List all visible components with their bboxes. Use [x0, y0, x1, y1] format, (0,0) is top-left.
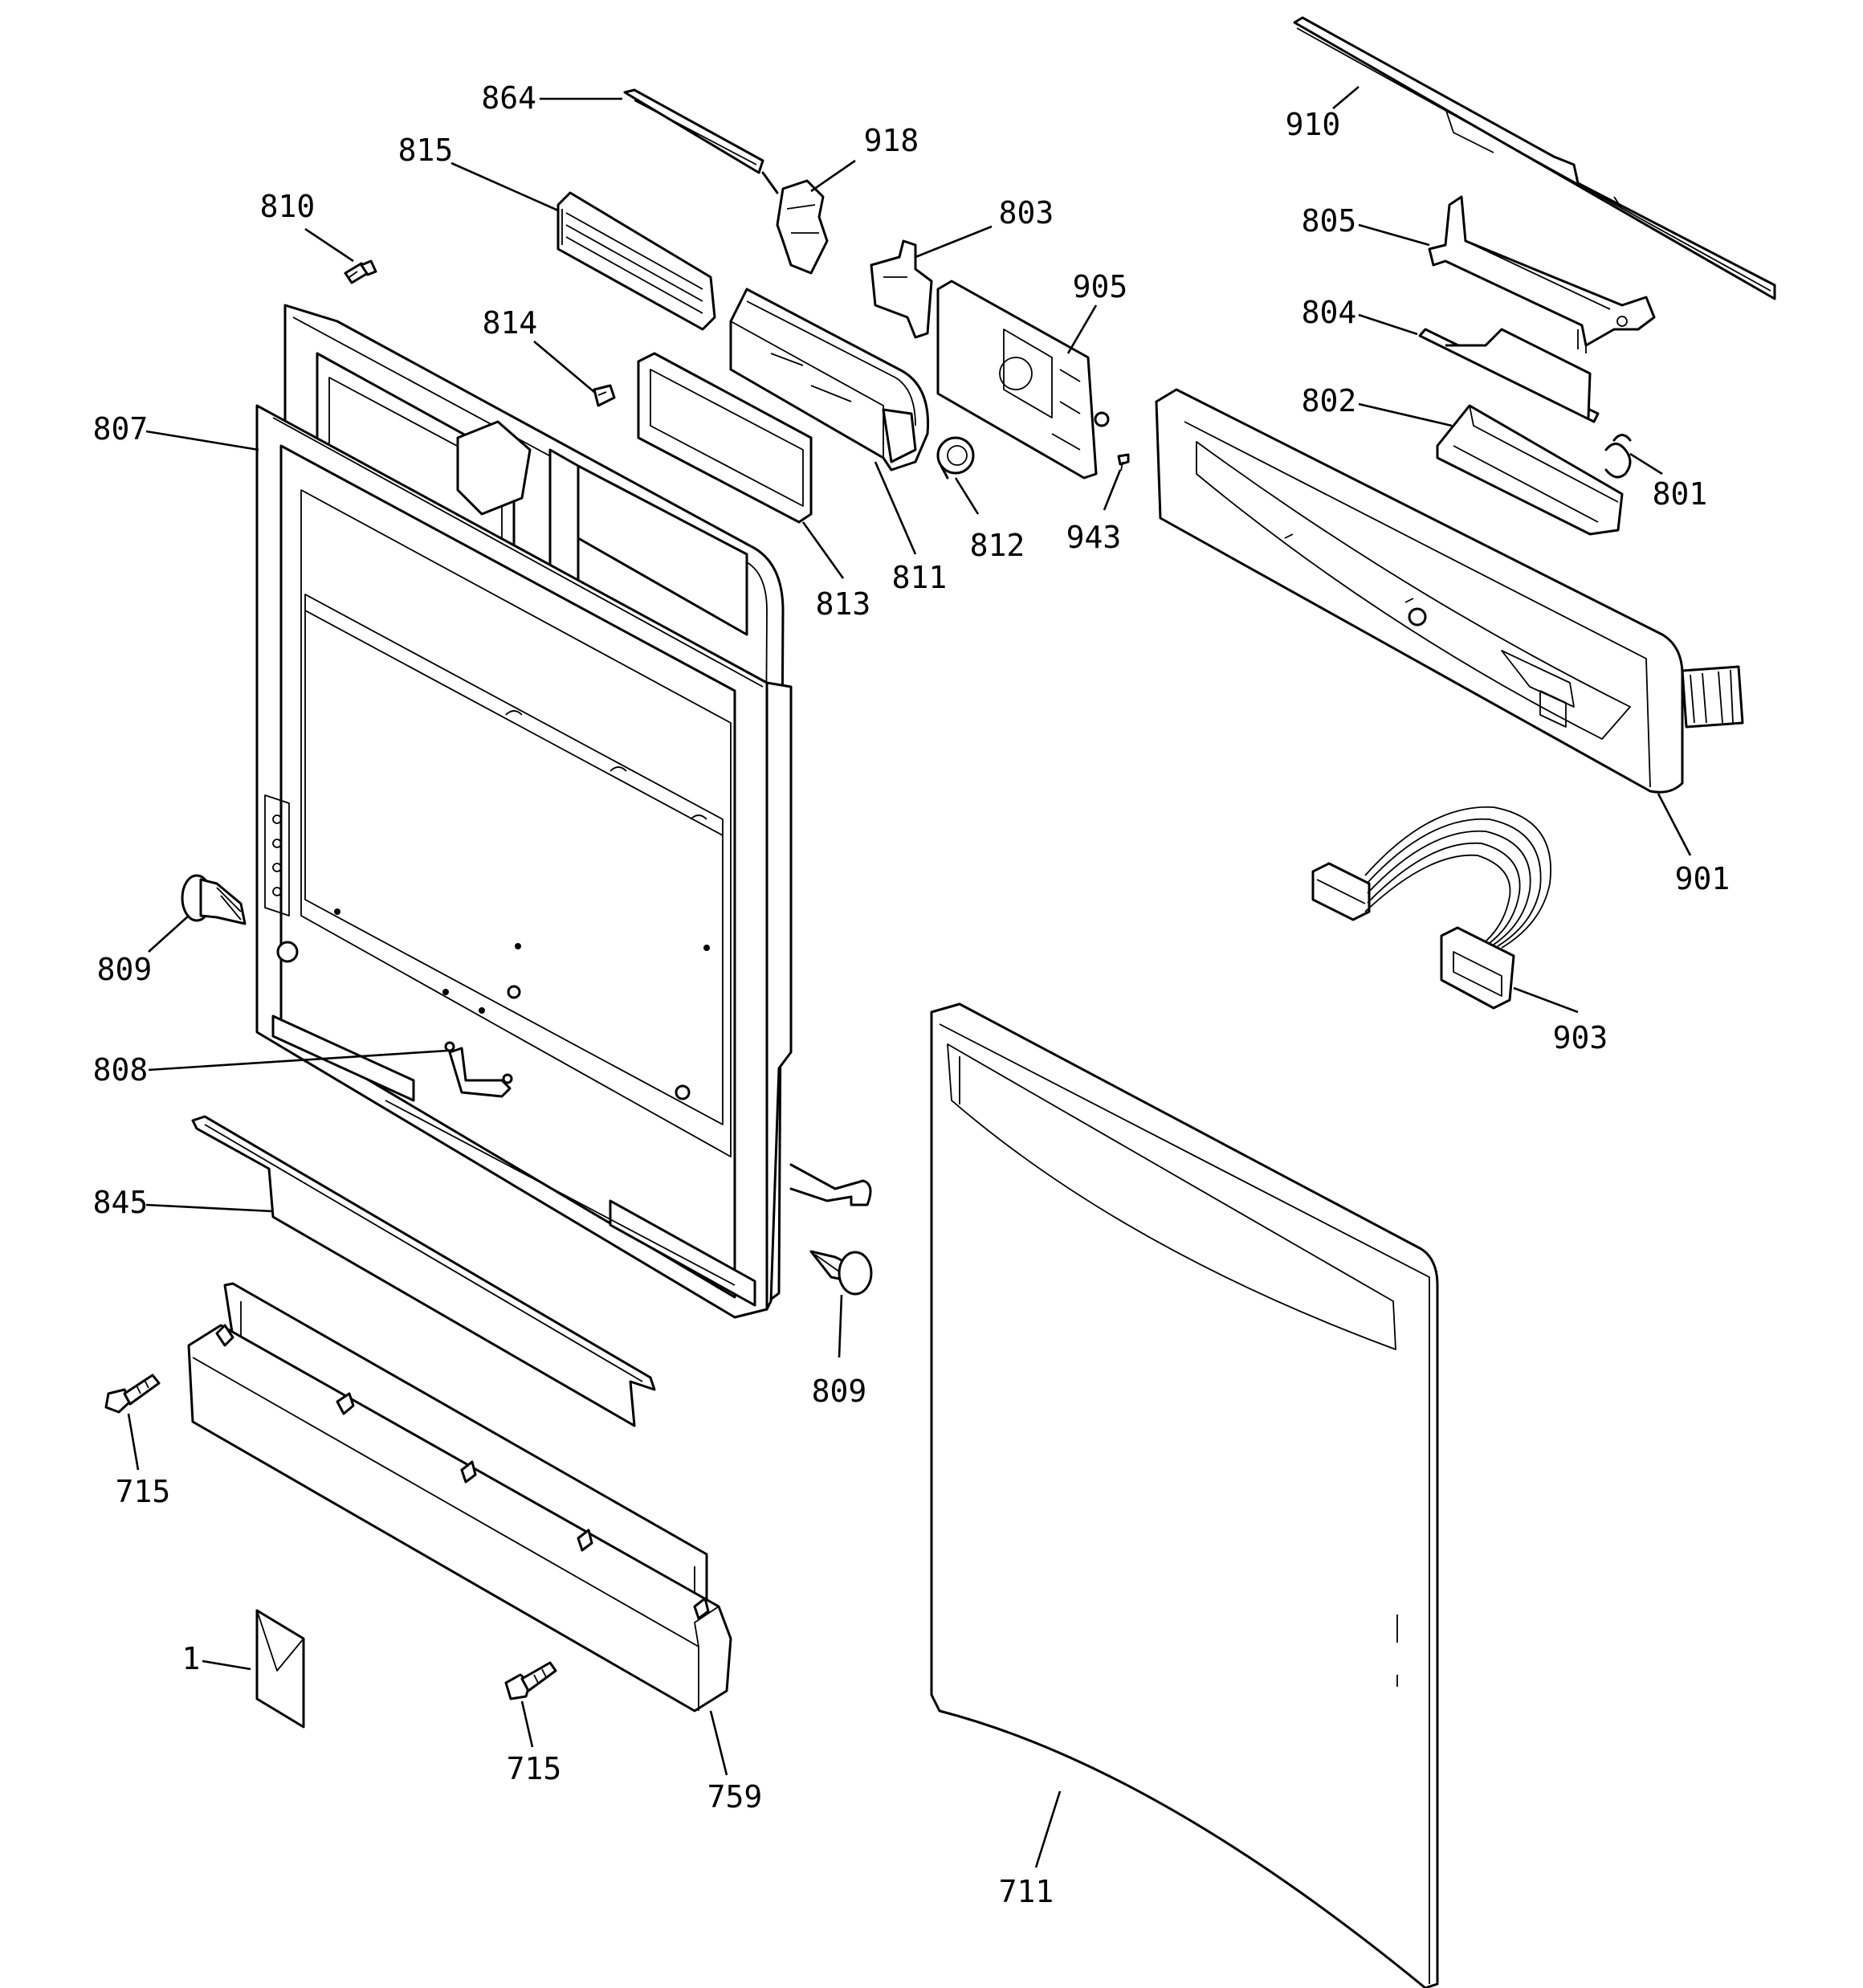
knob-icon: [936, 436, 975, 480]
callout-815: 815: [398, 133, 454, 168]
bumper-icon: [809, 1250, 873, 1296]
handle-bar-icon: [1436, 404, 1624, 536]
callout-910: 910: [1286, 107, 1341, 142]
screw-icon: [593, 384, 616, 407]
bumper-icon: [181, 874, 247, 925]
callout-810: 810: [260, 189, 316, 224]
callout-805: 805: [1302, 203, 1357, 239]
vent-grille-icon: [556, 191, 716, 331]
callout-715-left: 715: [116, 1474, 171, 1509]
rod-icon: [1418, 328, 1600, 423]
callout-814: 814: [483, 305, 538, 341]
clip-icon: [444, 1041, 513, 1098]
circuit-board-icon: [936, 280, 1110, 480]
callout-905: 905: [1073, 269, 1128, 304]
callout-759: 759: [707, 1779, 763, 1815]
gasket-icon: [637, 352, 813, 524]
callout-labels: 864 918 815 810 803 905 814 807 811 812 …: [93, 80, 1731, 1909]
screw-icon: [1117, 453, 1130, 471]
callout-807: 807: [93, 411, 149, 447]
callout-943: 943: [1066, 520, 1122, 555]
callout-811: 811: [892, 560, 948, 595]
callout-803: 803: [999, 195, 1054, 231]
callout-804: 804: [1302, 295, 1357, 330]
inner-door-frame-icon: [255, 304, 872, 1319]
dispenser-icon: [729, 288, 930, 471]
callout-812: 812: [970, 528, 1025, 563]
rail-icon: [1293, 16, 1776, 300]
callout-918: 918: [864, 123, 919, 158]
door-panel-icon: [930, 1002, 1439, 1988]
callout-901: 901: [1675, 861, 1731, 896]
spring-icon: [1604, 434, 1632, 479]
switch-icon: [870, 239, 933, 339]
trim-strip-icon: [191, 1115, 656, 1427]
leader-lines: [127, 86, 1692, 1868]
vent-strip-icon: [623, 88, 779, 194]
envelope-icon: [255, 1609, 305, 1729]
callout-813: 813: [816, 586, 871, 622]
wire-harness-icon: [1311, 806, 1551, 1010]
callout-1: 1: [182, 1641, 201, 1676]
callout-845: 845: [93, 1185, 149, 1220]
callout-808: 808: [93, 1052, 149, 1088]
screw-icon: [104, 1374, 161, 1414]
callout-864: 864: [481, 80, 536, 116]
control-panel-icon: [1155, 388, 1744, 794]
screw-icon: [344, 259, 377, 284]
callout-809-left: 809: [97, 952, 153, 987]
switch-icon: [776, 179, 829, 275]
callout-711: 711: [999, 1874, 1054, 1909]
bracket-icon: [1428, 195, 1656, 353]
toe-panel-icon: [187, 1282, 732, 1712]
callout-801: 801: [1653, 476, 1708, 512]
callout-809-right: 809: [812, 1374, 867, 1409]
callout-802: 802: [1302, 383, 1357, 418]
callout-903: 903: [1553, 1020, 1608, 1055]
screw-icon: [504, 1661, 557, 1700]
callout-715-right: 715: [507, 1751, 562, 1786]
